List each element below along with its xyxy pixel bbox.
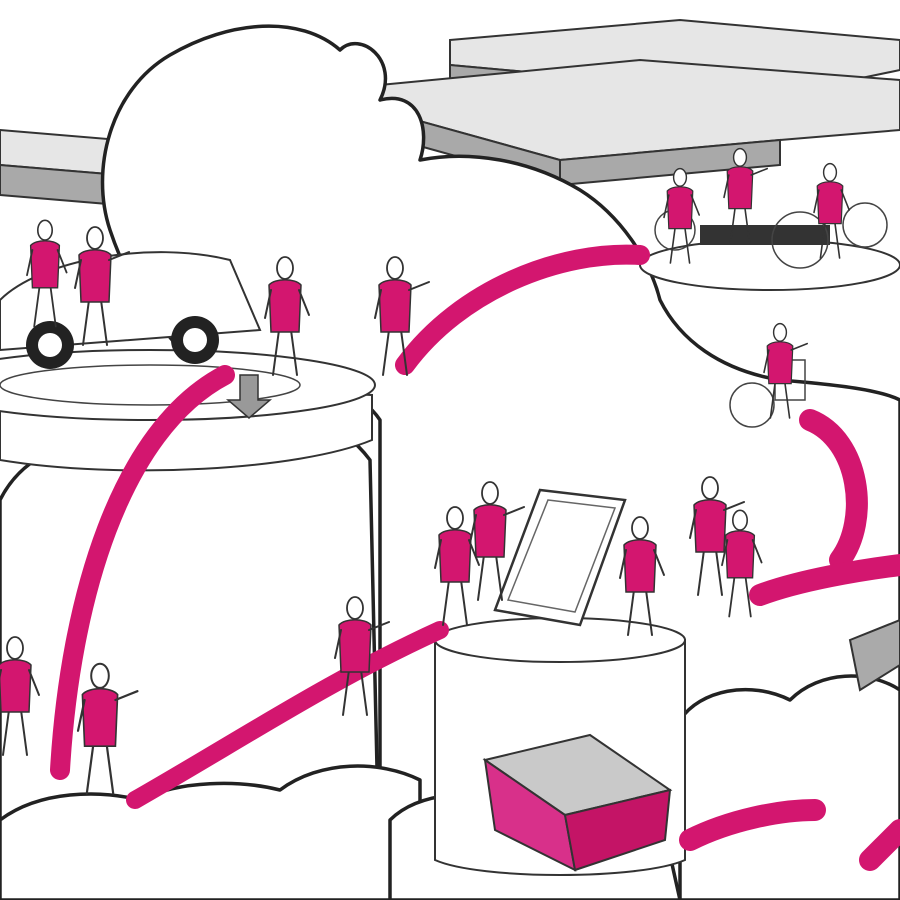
person-figure (74, 226, 130, 346)
gray-platform-top-right (379, 18, 900, 187)
cloud-lower-right (678, 674, 900, 900)
person-figure (813, 162, 851, 259)
person-figure (619, 516, 665, 636)
person-figure (0, 636, 40, 756)
magenta-ribbons (50, 244, 900, 871)
person-figure (26, 219, 68, 328)
person-figure (469, 481, 525, 601)
car-sketch (0, 251, 262, 369)
ribbon-arc-left (50, 365, 235, 780)
person-figure (76, 662, 139, 795)
ribbon-bottom (679, 799, 826, 851)
gray-box-item (482, 733, 673, 872)
round-pedestal-left (0, 349, 376, 472)
phone-device (493, 488, 627, 627)
person-figure (663, 167, 701, 264)
ribbon-arc-top (395, 244, 650, 375)
people-figures (0, 147, 851, 795)
ribbon-right-flat (749, 554, 900, 606)
person-figure (763, 322, 809, 419)
person-figure (689, 476, 745, 596)
person-figure (264, 256, 310, 376)
down-arrow-icon (225, 374, 273, 419)
person-figure (723, 147, 769, 244)
person-figure (434, 506, 480, 626)
ribbon-diagonal-lower (126, 621, 449, 809)
person-figure (334, 596, 390, 716)
cloud-lower-left (0, 764, 422, 900)
gray-ribbon-right (848, 618, 900, 692)
person-figure (374, 256, 430, 376)
ribbon-bottom-right (859, 819, 900, 871)
ribbon-right-curve (799, 409, 868, 571)
person-figure (721, 509, 763, 618)
platform-disc-right (639, 239, 900, 291)
